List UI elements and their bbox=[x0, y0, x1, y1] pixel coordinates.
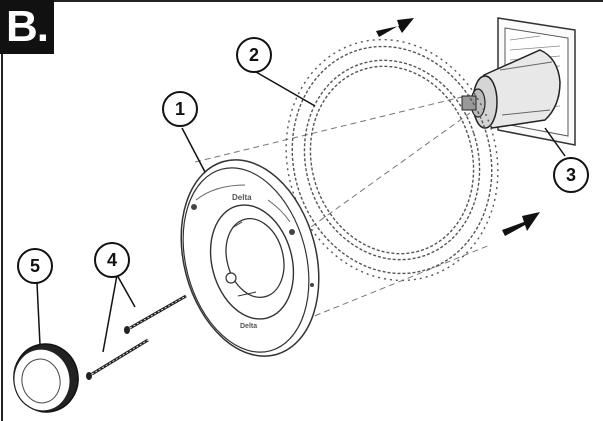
direction-arrow-bottom bbox=[502, 212, 540, 236]
trim-ring bbox=[13, 343, 79, 413]
callout-3: 3 bbox=[553, 157, 589, 193]
callout-5: 5 bbox=[17, 248, 53, 284]
callout-3-label: 3 bbox=[566, 165, 576, 185]
escutcheon-plate: Delta Delta bbox=[180, 159, 320, 357]
mounting-screws bbox=[86, 294, 187, 380]
plate-brand-text: Delta bbox=[232, 193, 252, 202]
direction-arrow-top bbox=[376, 18, 414, 37]
gasket-ring bbox=[285, 38, 499, 282]
callout-2: 2 bbox=[236, 37, 272, 73]
callout-4-label: 4 bbox=[107, 250, 117, 270]
panel-label: B. bbox=[0, 0, 54, 54]
leader-lines bbox=[36, 71, 566, 353]
plate-brand-bottom-text: Delta bbox=[240, 323, 257, 330]
callout-4: 4 bbox=[94, 242, 130, 278]
callout-1-label: 1 bbox=[175, 99, 185, 119]
callout-2-label: 2 bbox=[249, 45, 259, 65]
callout-5-label: 5 bbox=[30, 256, 40, 276]
callout-1: 1 bbox=[162, 91, 198, 127]
valve-cartridge bbox=[461, 17, 576, 146]
